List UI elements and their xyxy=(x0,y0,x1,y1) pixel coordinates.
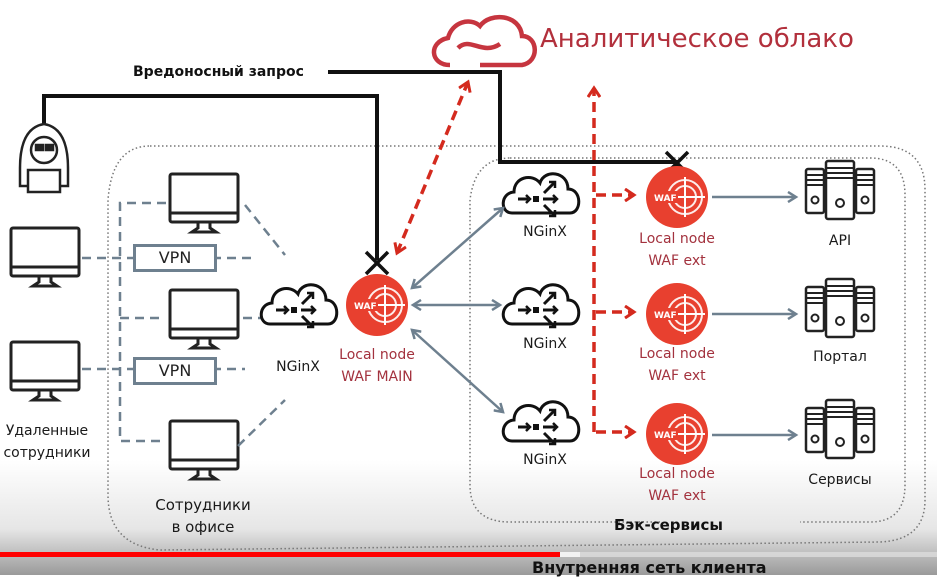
waf-main-label: Local node WAF MAIN xyxy=(327,344,427,388)
back-services-label: Бэк-сервисы xyxy=(614,516,723,534)
nginx-main-icon xyxy=(259,283,339,329)
malicious-request-line-2 xyxy=(328,70,679,172)
office-employees-line: Сотрудники xyxy=(155,496,251,514)
nginx-label: NGinX xyxy=(523,452,567,468)
video-progress-bar[interactable] xyxy=(0,552,937,557)
waf-ext-label: Local node WAF ext xyxy=(627,343,727,387)
remote-employees-line: Удаленные xyxy=(5,423,89,439)
remote-employees-line: сотрудники xyxy=(3,445,91,461)
waf-badge: WAF xyxy=(654,431,677,441)
nginx-icon xyxy=(501,400,581,446)
waf-ext-line: Local node xyxy=(639,231,715,247)
waf-ext-line: WAF ext xyxy=(648,488,706,504)
waf-ext-label: Local node WAF ext xyxy=(627,463,727,507)
lan-connections xyxy=(82,201,286,447)
hacker-icon xyxy=(18,122,70,194)
nginx-label: NGinX xyxy=(523,224,567,240)
server-portal-label: Портал xyxy=(813,349,867,365)
office-computer-icon xyxy=(168,288,240,350)
nginx-icon xyxy=(501,283,581,329)
video-buffer xyxy=(560,552,580,557)
remote-computer-icon xyxy=(9,340,81,402)
waf-ext-line: WAF ext xyxy=(648,253,706,269)
server-services-icon xyxy=(804,398,876,460)
back-services-boundary xyxy=(469,157,906,523)
office-computer-icon xyxy=(168,419,240,481)
remote-computer-icon xyxy=(9,226,81,288)
malicious-request-label: Вредоносный запрос xyxy=(133,64,304,80)
waf-ext-label: Local node WAF ext xyxy=(627,228,727,272)
vpn-badge: VPN xyxy=(133,357,217,385)
office-computer-icon xyxy=(168,172,240,234)
block-x-icon xyxy=(364,250,390,276)
waf-badge: WAF xyxy=(654,194,677,204)
analytics-cloud-icon xyxy=(431,14,537,68)
office-employees-line: в офисе xyxy=(171,518,235,536)
waf-main-line: WAF MAIN xyxy=(341,369,413,385)
vpn-badge: VPN xyxy=(133,244,217,272)
waf-ext-line: Local node xyxy=(639,346,715,362)
analytics-sync-arrow xyxy=(397,82,468,253)
internal-network-label: Внутренняя сеть клиента xyxy=(532,558,767,577)
nginx-main-label: NGinX xyxy=(276,359,320,375)
nginx-icon xyxy=(501,172,581,218)
server-api-icon xyxy=(804,159,876,221)
malicious-request-line xyxy=(42,94,379,260)
remote-employees-label: Удаленные сотрудники xyxy=(2,420,92,464)
connection-arrow xyxy=(412,208,503,288)
nginx-label: NGinX xyxy=(523,336,567,352)
server-api-label: API xyxy=(828,233,852,249)
waf-ext-line: Local node xyxy=(639,466,715,482)
video-progress-fill xyxy=(0,552,563,557)
waf-badge: WAF xyxy=(354,302,377,312)
waf-badge: WAF xyxy=(654,311,677,321)
server-services-label: Сервисы xyxy=(808,472,872,488)
connection-arrow xyxy=(412,330,503,412)
waf-ext-line: WAF ext xyxy=(648,368,706,384)
office-employees-label: Сотрудники в офисе xyxy=(148,494,258,538)
page-title: Аналитическое облако xyxy=(540,24,854,54)
server-portal-icon xyxy=(804,277,876,339)
waf-main-line: Local node xyxy=(339,347,415,363)
